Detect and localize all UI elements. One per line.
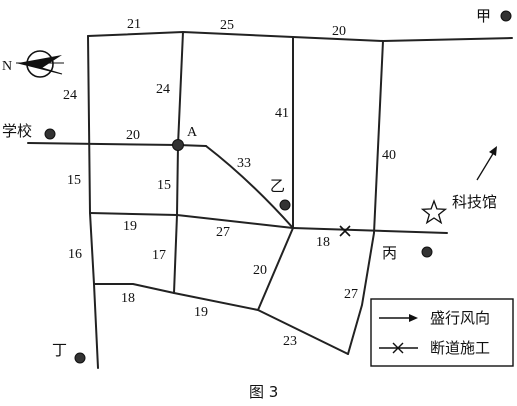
road-diagonal-20 bbox=[257, 227, 294, 311]
place-marker-ding bbox=[74, 352, 86, 364]
figure-caption: 图 3 bbox=[249, 383, 278, 401]
place-marker-a bbox=[172, 139, 184, 151]
road-left-vertical bbox=[87, 35, 99, 369]
road-diagonal-33 bbox=[205, 145, 294, 229]
distance-label: 15 bbox=[67, 173, 81, 188]
place-marker-jia bbox=[500, 10, 512, 22]
road-bottom bbox=[93, 283, 349, 355]
distance-label: 18 bbox=[316, 235, 330, 250]
distance-label: 16 bbox=[68, 247, 82, 262]
distance-label: 20 bbox=[253, 263, 267, 278]
distance-label: 40 bbox=[382, 148, 396, 163]
distance-label: 25 bbox=[220, 18, 234, 33]
legend-closed-icon bbox=[379, 342, 418, 354]
distance-label: 20 bbox=[332, 24, 346, 39]
road-top bbox=[87, 31, 513, 42]
legend: 盛行风向 断道施工 bbox=[370, 298, 514, 367]
distance-label: 33 bbox=[237, 156, 251, 171]
place-marker-school bbox=[44, 128, 56, 140]
road-east-18 bbox=[292, 227, 448, 234]
legend-arrow-icon bbox=[379, 314, 418, 322]
distance-label: 23 bbox=[283, 334, 297, 349]
star-icon bbox=[420, 199, 448, 225]
place-label-bing: 丙 bbox=[382, 244, 397, 262]
place-marker-bing bbox=[421, 246, 433, 258]
distance-label: 24 bbox=[63, 88, 77, 103]
distance-label: 19 bbox=[194, 305, 208, 320]
distance-label: 19 bbox=[123, 219, 137, 234]
distance-labels: 21 25 20 24 24 41 20 33 40 15 15 19 27 1… bbox=[63, 17, 396, 349]
place-marker-yi bbox=[279, 199, 291, 211]
place-label-ding: 丁 bbox=[52, 341, 67, 359]
road-closed-mark bbox=[339, 225, 351, 237]
road-middle-vertical bbox=[173, 31, 184, 294]
legend-box bbox=[370, 298, 514, 367]
legend-closed-label: 断道施工 bbox=[430, 339, 490, 357]
place-label-school: 学校 bbox=[2, 122, 32, 140]
place-label-yi: 乙 bbox=[270, 177, 285, 195]
road-cross-19-27 bbox=[89, 212, 294, 229]
place-label-jia: 甲 bbox=[476, 7, 491, 25]
wind-arrow-icon bbox=[476, 146, 497, 181]
distance-label: 15 bbox=[157, 178, 171, 193]
compass-icon bbox=[16, 50, 64, 78]
distance-label: 27 bbox=[344, 287, 358, 302]
places: 甲 学校 A 乙 丙 丁 科技馆 bbox=[2, 7, 512, 364]
place-label-a: A bbox=[187, 125, 198, 140]
place-label-science-museum: 科技馆 bbox=[452, 193, 497, 211]
distance-label: 21 bbox=[127, 17, 141, 32]
distance-label: 17 bbox=[152, 248, 166, 263]
distance-label: 20 bbox=[126, 128, 140, 143]
legend-wind-label: 盛行风向 bbox=[430, 309, 490, 327]
distance-label: 27 bbox=[216, 225, 230, 240]
distance-label: 41 bbox=[275, 106, 289, 121]
distance-label: 24 bbox=[156, 82, 170, 97]
distance-label: 18 bbox=[121, 291, 135, 306]
road-right-vertical bbox=[347, 40, 384, 355]
compass-north-label: N bbox=[2, 59, 12, 74]
